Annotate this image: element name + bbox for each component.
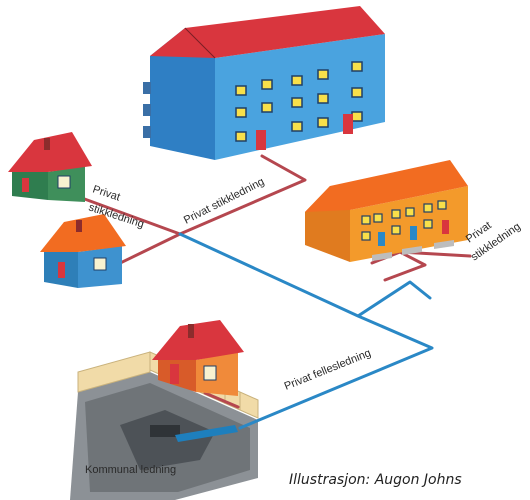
apartment-building bbox=[143, 6, 385, 160]
private-pipe-front-house bbox=[203, 391, 240, 409]
common-pipe bbox=[178, 232, 434, 430]
blue-house bbox=[40, 214, 126, 288]
road-section bbox=[70, 372, 258, 500]
private-pipe-apartment bbox=[178, 154, 307, 236]
label-kommunal-ledning: Kommunal ledning bbox=[85, 464, 176, 476]
green-house bbox=[8, 132, 92, 202]
municipal-pipe bbox=[175, 425, 238, 442]
row-houses bbox=[305, 160, 468, 262]
illustration-credit: Illustrasjon: Augon Johns bbox=[289, 472, 462, 488]
label-privat-fellesledning: Privat fellesledning bbox=[283, 347, 373, 393]
label-privat-left: Privat bbox=[91, 183, 121, 203]
front-house bbox=[152, 320, 244, 396]
